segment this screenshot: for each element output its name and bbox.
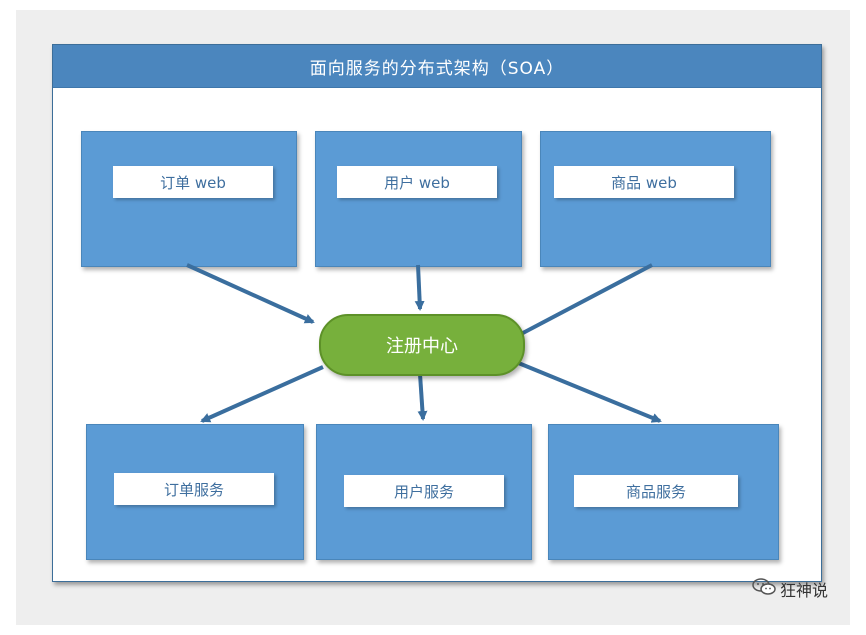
product-web-box (540, 131, 771, 267)
order-service-label: 订单服务 (114, 473, 274, 505)
product-web-label: 商品 web (554, 166, 734, 198)
arrow-product-web-to-registry (520, 263, 653, 336)
arrow-user-web-to-registry (414, 264, 425, 311)
arrow-registry-to-product-service (515, 360, 662, 423)
watermark: 狂神说 (752, 578, 828, 600)
arrow-registry-to-user-service (417, 373, 428, 421)
user-web-label: 用户 web (337, 166, 497, 198)
product-service-label: 商品服务 (574, 475, 738, 507)
user-service-label: 用户服务 (344, 475, 504, 507)
watermark-text: 狂神说 (780, 581, 829, 600)
order-web-box (81, 131, 297, 267)
order-web-label: 订单 web (113, 166, 273, 198)
arrow-registry-to-order-service (200, 365, 324, 423)
user-web-box (315, 131, 522, 267)
registry-center-node: 注册中心 (319, 314, 525, 376)
diagram-title: 面向服务的分布式架构（SOA） (53, 45, 821, 88)
wechat-icon (752, 578, 776, 600)
arrow-order-web-to-registry (186, 263, 315, 324)
